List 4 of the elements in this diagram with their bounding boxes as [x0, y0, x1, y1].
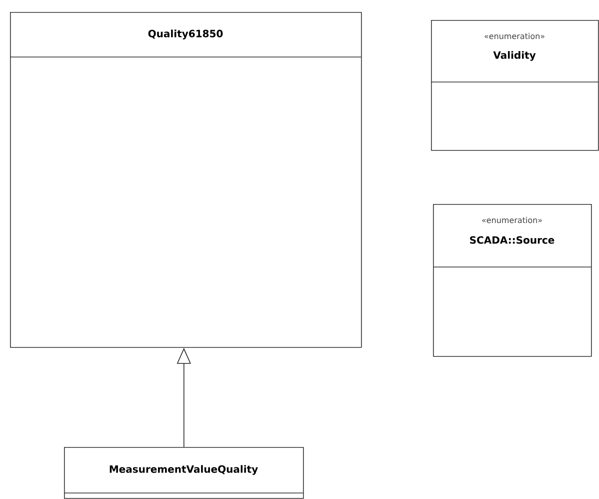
class-box: MeasurementValueQuality [64, 447, 304, 499]
class-box: «enumeration» Validity [430, 20, 599, 151]
class-box: Quality61850 [10, 12, 362, 348]
class-box: «enumeration» SCADA::Source [432, 204, 592, 357]
